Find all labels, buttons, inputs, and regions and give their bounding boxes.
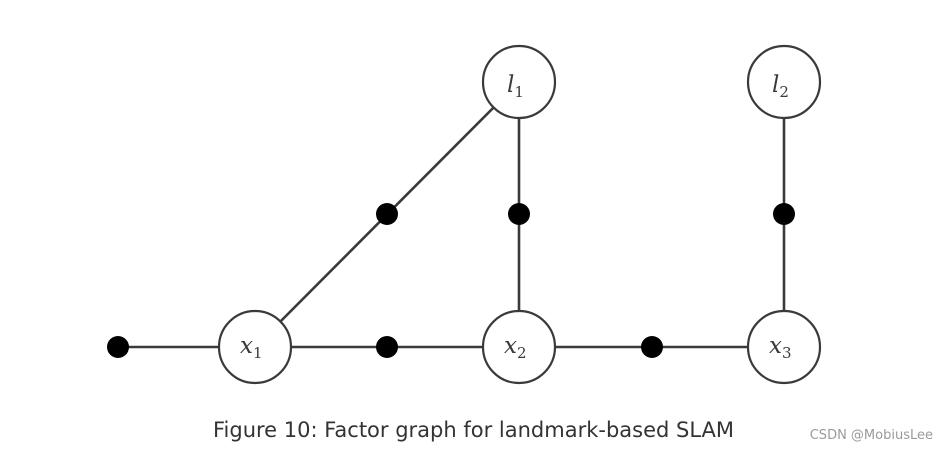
node-l2-var: l: [772, 72, 779, 98]
svg-text:x3: x3: [769, 333, 792, 362]
node-x3: x3: [746, 309, 822, 385]
node-x1-sub: 1: [253, 344, 263, 362]
svg-text:x2: x2: [504, 333, 527, 362]
factor-prior-x1: [107, 336, 129, 358]
node-x1-var: x: [240, 333, 253, 359]
svg-text:x1: x1: [240, 333, 263, 362]
node-x2-var: x: [504, 333, 517, 359]
watermark: CSDN @MobiusLee: [809, 428, 933, 443]
node-x3-circle: [746, 309, 822, 385]
node-l2: l2: [746, 44, 822, 120]
svg-text:l2: l2: [772, 72, 789, 101]
node-x2-sub: 2: [517, 344, 527, 362]
node-l1-var: l: [507, 72, 514, 98]
node-x3-var: x: [769, 333, 782, 359]
factor-odometry-x1-x2: [376, 336, 398, 358]
factor-landmark-x2-l1: [508, 203, 530, 225]
figure-caption: Figure 10: Factor graph for landmark-bas…: [212, 418, 735, 442]
node-l1-sub: 1: [514, 83, 524, 101]
node-l1: l1: [481, 44, 557, 120]
node-x2: x2: [481, 309, 557, 385]
factor-landmark-x1-l1: [376, 203, 398, 225]
svg-text:l1: l1: [507, 72, 524, 101]
node-l2-sub: 2: [779, 83, 789, 101]
node-l2-circle: [746, 44, 822, 120]
node-x3-sub: 3: [782, 344, 792, 362]
node-x2-circle: [481, 309, 557, 385]
factor-landmark-x3-l2: [773, 203, 795, 225]
factor-odometry-x2-x3: [641, 336, 663, 358]
node-x1: x1: [217, 309, 293, 385]
node-l1-circle: [481, 44, 557, 120]
node-x1-circle: [217, 309, 293, 385]
